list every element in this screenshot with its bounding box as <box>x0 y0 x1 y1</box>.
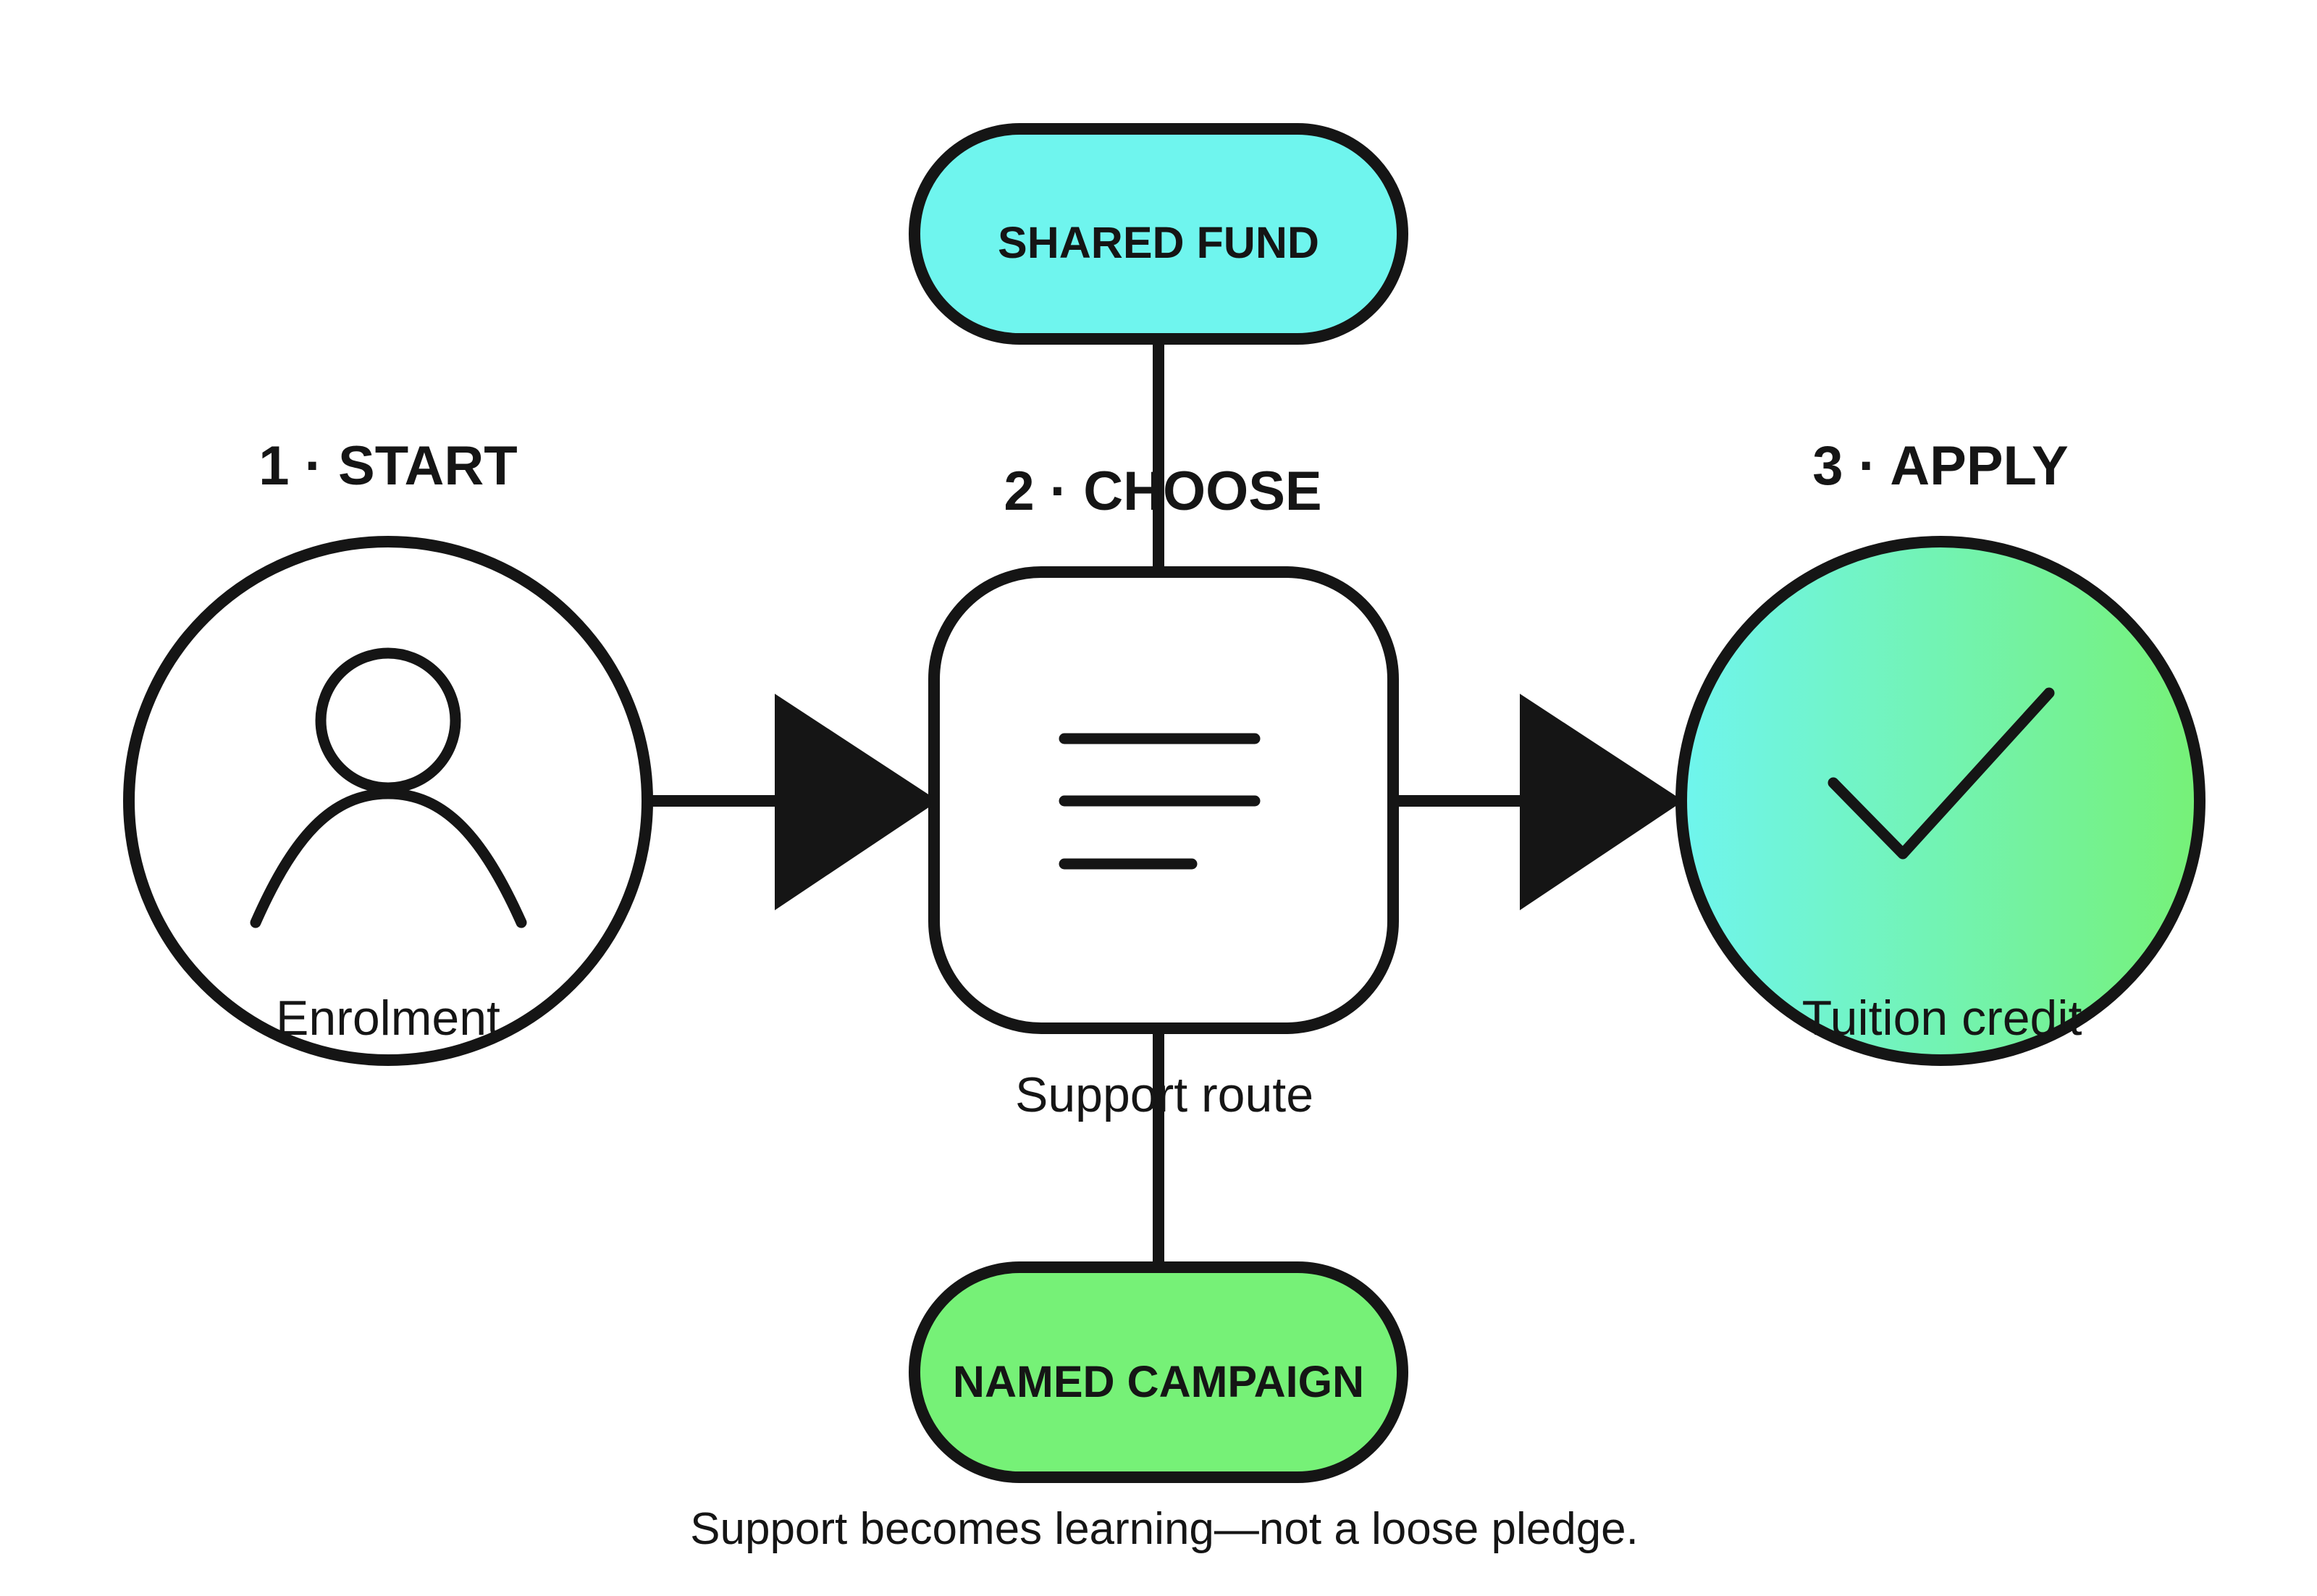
step-choose-label: Support route <box>1015 1067 1313 1122</box>
step-apply: 3 · APPLY Tuition credit <box>1675 435 2205 1066</box>
step-choose-title: 2 · CHOOSE <box>1004 461 1321 522</box>
option-shared-fund: SHARED FUND <box>909 123 1408 345</box>
shared-fund-pill <box>909 123 1408 345</box>
named-campaign-label: NAMED CAMPAIGN <box>953 1357 1364 1406</box>
step-apply-label: Tuition credit <box>1802 991 2082 1046</box>
document-lines-icon <box>1059 733 1261 870</box>
shared-fund-label: SHARED FUND <box>998 218 1319 267</box>
arrowhead-icon <box>775 694 938 910</box>
diagram-caption: Support becomes learning—not a loose ple… <box>690 1504 1639 1554</box>
apply-circle <box>1675 536 2205 1066</box>
step-start-title: 1 · START <box>258 435 517 497</box>
step-start-label: Enrolment <box>276 991 500 1046</box>
arrow-choose-to-apply <box>1393 694 1683 910</box>
step-apply-title: 3 · APPLY <box>1812 435 2068 497</box>
option-named-campaign: NAMED CAMPAIGN <box>909 1261 1408 1483</box>
named-campaign-pill <box>909 1261 1408 1483</box>
person-icon <box>250 647 527 928</box>
start-circle <box>123 536 653 1066</box>
arrowhead-icon <box>1520 694 1683 910</box>
step-choose: 2 · CHOOSE Support route <box>928 461 1399 1122</box>
arrow-start-to-choose <box>648 694 938 910</box>
step-start: 1 · START Enrolment <box>123 435 653 1066</box>
checkmark-icon <box>1828 687 2055 860</box>
